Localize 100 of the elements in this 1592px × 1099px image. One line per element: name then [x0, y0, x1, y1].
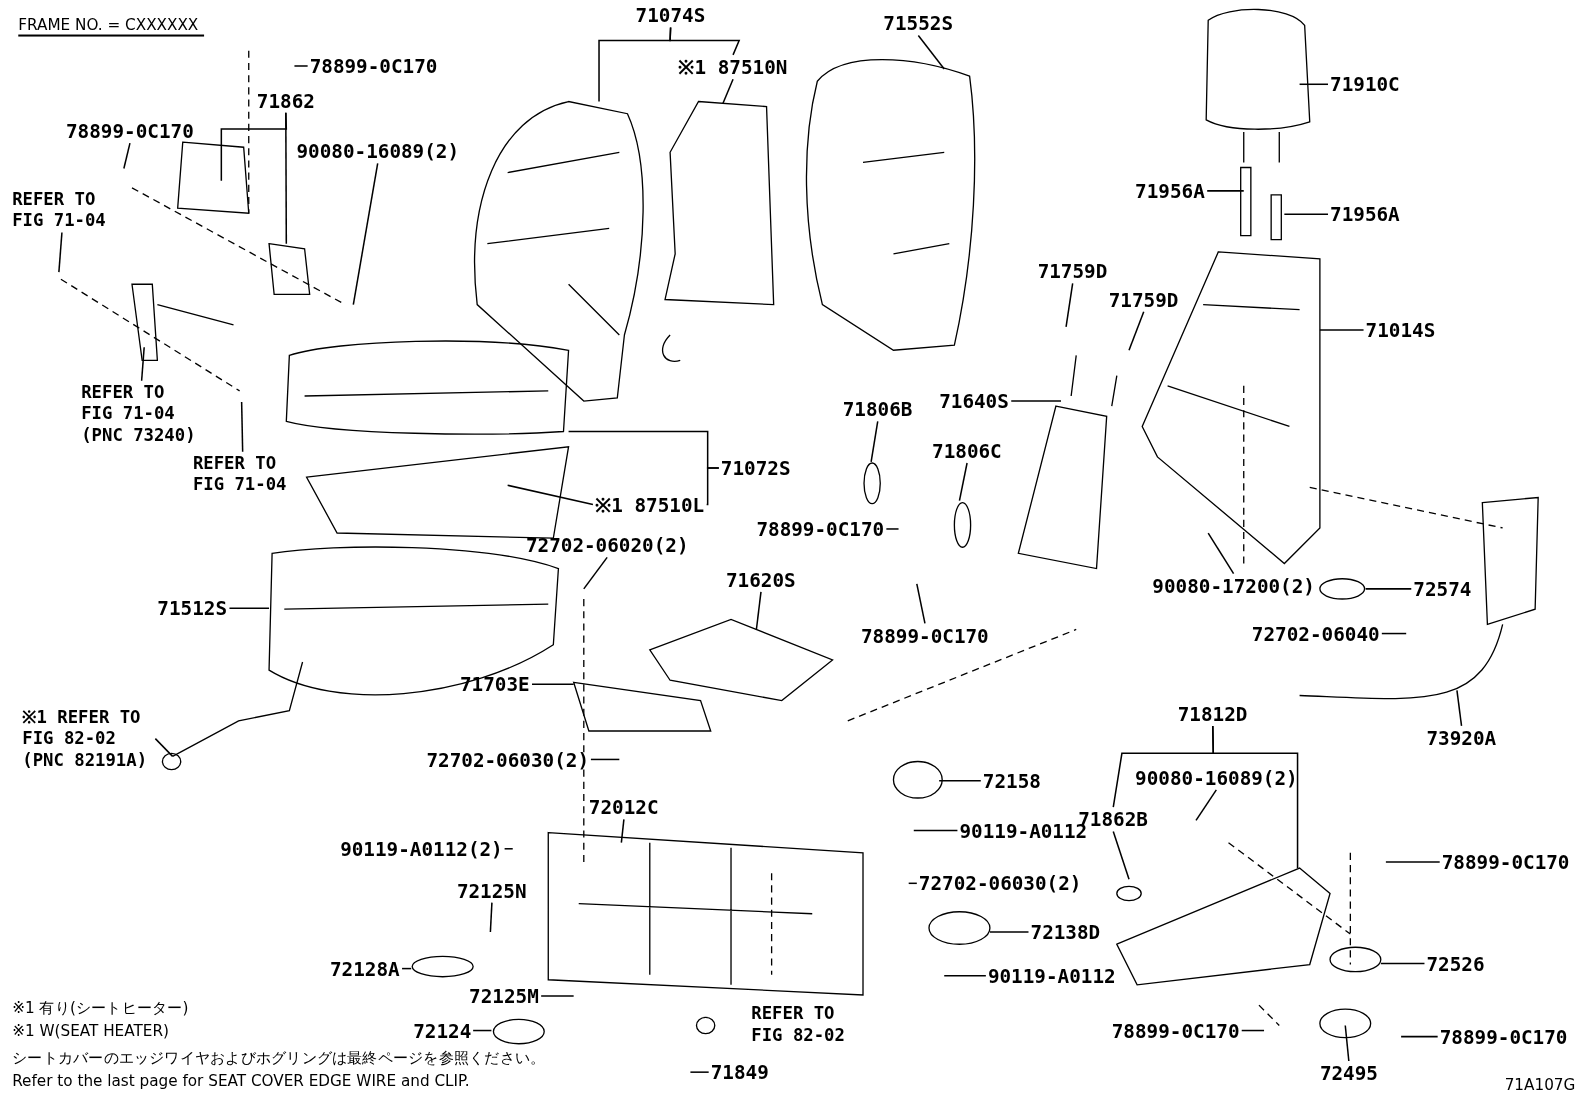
- callout-number: ※1 87510N: [678, 55, 788, 79]
- leader-line: [220, 111, 288, 182]
- callout-number: 71956A: [1135, 179, 1205, 203]
- leader-line: [689, 1071, 710, 1073]
- leader-line: [1364, 588, 1413, 590]
- callout-number: 90080-17200(2): [1152, 574, 1315, 597]
- callout-number: ※1 87510L: [594, 493, 705, 516]
- leader-line: [1344, 1024, 1350, 1062]
- callout-number: 72574: [1413, 577, 1472, 601]
- leader-line: [1112, 830, 1130, 880]
- callout-number: 71806B: [842, 398, 913, 421]
- callout-number: ※1 REFER TO FIG 82-02 (PNC 82191A): [22, 706, 154, 771]
- callout-number: 71074S: [635, 4, 706, 27]
- callout-number: 72124: [413, 1019, 472, 1042]
- callout-number: 78899-0C170: [1111, 1019, 1240, 1042]
- callout-number: 72702-06030(2): [426, 748, 590, 771]
- callout-number: REFER TO FIG 71-04: [12, 188, 112, 232]
- leader-line: [907, 882, 918, 885]
- callout-number: 71849: [710, 1061, 769, 1084]
- figure-code: 71A107G: [1504, 1076, 1576, 1095]
- callout-number: 72125M: [469, 984, 539, 1008]
- leader-line: [472, 1029, 493, 1032]
- leader-line: [885, 528, 900, 530]
- leader-line: [228, 607, 270, 609]
- leader-line: [722, 78, 734, 105]
- leader-line: [870, 420, 879, 463]
- callout-number: REFER TO FIG 71-04 (PNC 73240): [81, 381, 202, 446]
- callout-number: 90080-16089(2): [296, 140, 460, 163]
- footnote: ※1 有り(シートヒーター): [12, 999, 189, 1018]
- leader-line: [506, 484, 594, 506]
- leader-line: [489, 901, 493, 933]
- leader-line: [503, 848, 514, 850]
- callout-number: 71620S: [725, 568, 796, 591]
- footnote: Refer to the last page for SEAT COVER EDGE WIRE and CLIP.: [12, 1072, 470, 1091]
- callout-number: 72128A: [329, 957, 400, 980]
- leader-line: [58, 231, 63, 273]
- leader-line: [583, 556, 608, 590]
- leader-line: [705, 467, 720, 506]
- callout-number: 71512S: [157, 597, 228, 620]
- leader-line: [293, 65, 309, 67]
- leader-line: [1195, 789, 1218, 822]
- leader-line: [401, 967, 412, 970]
- leader-line: [1065, 282, 1074, 328]
- leader-line: [1381, 632, 1407, 635]
- callout-number: 90080-16089(2): [1135, 766, 1298, 789]
- callout-number: 78899-0C170: [66, 119, 194, 143]
- callout-number: 71759D: [1108, 288, 1179, 311]
- callout-number: 78899-0C170: [756, 517, 885, 541]
- leader-line: [938, 780, 982, 782]
- callout-number: 72702-06030(2): [918, 872, 1082, 895]
- leader-line: [123, 142, 131, 170]
- leader-line: [669, 26, 741, 56]
- leader-line: [140, 346, 145, 382]
- leader-line: [1385, 861, 1441, 863]
- callout-number: 71806C: [932, 439, 1002, 462]
- callout-number: 78899-0C170: [860, 624, 989, 647]
- callout-number: 71812D: [1177, 702, 1248, 725]
- callout-number: 71072S: [720, 456, 791, 480]
- leader-line: [531, 683, 575, 686]
- callout-number: 72702-06040: [1251, 622, 1380, 645]
- leader-line: [240, 401, 244, 453]
- callout-number: 71862: [256, 89, 315, 112]
- callout-number: 71014S: [1365, 318, 1436, 342]
- callout-number: 71640S: [939, 389, 1009, 413]
- leader-line: [1207, 532, 1235, 575]
- callout-number: 72125N: [456, 879, 527, 902]
- callout-number: 90119-A0112: [987, 964, 1116, 987]
- callout-number: 72702-06020(2): [525, 534, 689, 557]
- callout-number: 71956A: [1330, 203, 1400, 226]
- callout-number: 71552S: [883, 12, 953, 35]
- leader-line: [755, 591, 762, 631]
- leader-line: [1319, 329, 1365, 331]
- leader-line: [1298, 83, 1329, 86]
- leader-line: [1128, 310, 1145, 352]
- leader-line: [913, 829, 959, 832]
- leader-line: [989, 931, 1030, 933]
- callout-number: 72526: [1426, 952, 1485, 975]
- leader-line: [943, 974, 987, 977]
- leader-line: [1206, 190, 1245, 192]
- callout-number: 78899-0C170: [309, 54, 438, 78]
- callout-number: 72495: [1319, 1062, 1378, 1085]
- leader-line: [154, 737, 174, 758]
- leader-line: [917, 34, 945, 70]
- callout-number: 90119-A0112(2): [340, 837, 503, 860]
- callout-number: 72138D: [1030, 920, 1101, 944]
- callout-number: 73920A: [1426, 726, 1497, 750]
- callout-number: 78899-0C170: [1441, 850, 1570, 874]
- footnote: シートカバーのエッジワイヤおよびホグリングは最終ページを参照ください。: [12, 1048, 546, 1068]
- leader-line: [1240, 1029, 1265, 1032]
- frame-number-note: FRAME NO. = CXXXXXX: [18, 16, 205, 37]
- leader-line: [1400, 1035, 1439, 1038]
- footnote: ※1 W(SEAT HEATER): [12, 1021, 169, 1040]
- leader-line: [1456, 689, 1463, 727]
- callout-number: 72012C: [588, 796, 659, 819]
- callout-number: 71910C: [1330, 73, 1400, 96]
- leader-line: [1380, 962, 1426, 965]
- callout-number: 71703E: [459, 673, 530, 696]
- leader-line: [1010, 400, 1062, 402]
- reference-note: REFER TO FIG 82-02: [751, 1003, 846, 1046]
- callout-number: 71759D: [1037, 259, 1108, 283]
